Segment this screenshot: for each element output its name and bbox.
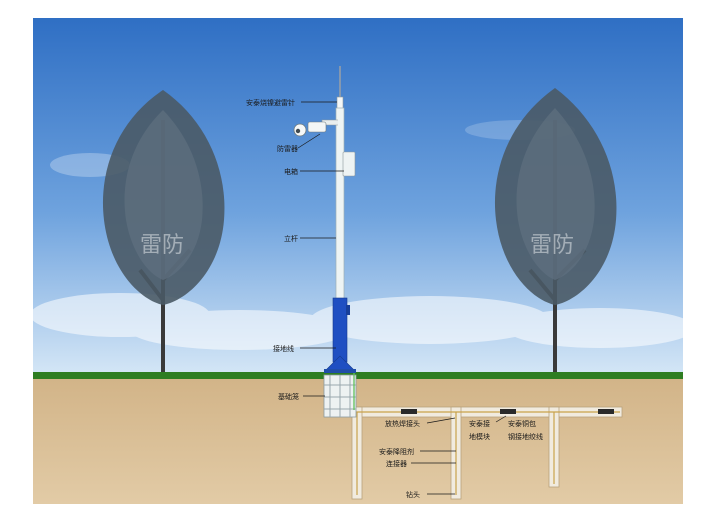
label-electric-box: 电箱 — [284, 167, 298, 176]
label-ground-wire: 接地线 — [273, 344, 294, 353]
label-lightning-rod: 安泰烧镍避雷针 — [246, 98, 295, 107]
pole-blue-base — [332, 297, 348, 363]
surge-protector-icon — [293, 121, 327, 137]
foundation-cage — [323, 372, 357, 418]
lamp-pole — [293, 66, 356, 373]
label-connector: 连接器 — [386, 459, 407, 468]
ground-module-block — [401, 409, 417, 414]
label-ground-module-line2: 地模块 — [469, 432, 490, 441]
label-drill-bit: 钻头 — [406, 490, 420, 499]
label-copper-strand-line2: 钢接地绞线 — [508, 432, 543, 441]
label-exothermic-joint: 放热焊接头 — [385, 419, 420, 428]
label-copper-strand-line1: 安泰铜包 — [508, 419, 536, 428]
leader-lines — [297, 101, 507, 495]
trench-network — [351, 406, 623, 500]
tree-left: 雷防 — [102, 90, 225, 372]
label-ground-module-line1: 安泰接 — [469, 419, 490, 428]
ground-module-block — [598, 409, 614, 414]
label-resistance-agent: 安泰降阻剂 — [379, 447, 414, 456]
grass-strip — [33, 372, 683, 379]
label-foundation-cage: 基础笼 — [278, 392, 299, 401]
ground-module-block — [500, 409, 516, 414]
electric-box-icon — [342, 151, 356, 177]
tree-right: 雷防 — [494, 88, 617, 372]
watermark-right: 雷防 — [530, 233, 574, 258]
label-pole: 立杆 — [284, 234, 298, 243]
label-surge-protector: 防雷器 — [277, 144, 298, 153]
watermark-left: 雷防 — [140, 233, 184, 258]
